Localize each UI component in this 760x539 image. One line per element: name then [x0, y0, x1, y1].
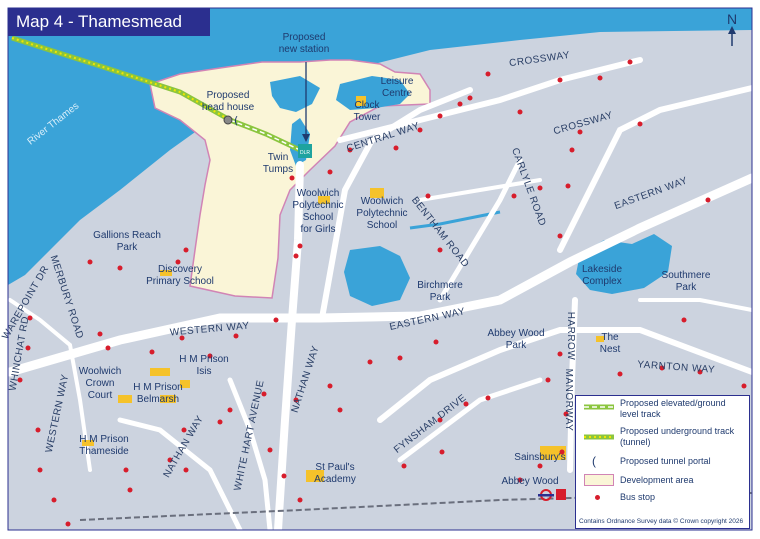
head-house-marker: [223, 115, 233, 125]
dlr-station-marker: [298, 144, 312, 158]
legend-underground-label: Proposed underground track (tunnel): [620, 426, 735, 447]
wps-girls-4: for Girls: [301, 224, 336, 235]
legend: Proposed elevated/ground level track Pro…: [575, 395, 750, 529]
lake-north: [270, 76, 320, 112]
nest-2: Nest: [600, 344, 621, 355]
wps-1: Woolwich: [361, 196, 404, 207]
lake-leisure: [336, 76, 410, 110]
svg-text:YARNTON WAY: YARNTON WAY: [637, 359, 715, 375]
isis-1: H M Prison: [179, 354, 228, 365]
dlr-label: DLR: [300, 150, 310, 156]
legend-portal-icon: (: [592, 454, 596, 468]
sainsburys-label: Sainsbury's: [514, 452, 565, 463]
leisure-label-2: Centre: [382, 88, 412, 99]
tunnel-portal-icon: (: [234, 114, 238, 127]
twin-label-1: Twin: [268, 152, 289, 163]
stpauls-1: St Paul's: [315, 462, 354, 473]
belmarsh-1: H M Prison: [133, 382, 182, 393]
isis-2: Isis: [197, 366, 212, 377]
wps-3: School: [367, 220, 398, 231]
belmarsh-2: Belmarsh: [137, 394, 179, 405]
wps-girls-3: School: [303, 212, 334, 223]
buildings: [82, 96, 604, 482]
north-label: N: [727, 11, 737, 27]
abbeypark-1: Abbey Wood: [487, 328, 544, 339]
wps-girls-2: Polytechnic: [292, 200, 343, 211]
discovery-2: Primary School: [146, 276, 214, 287]
southmere-1: Southmere: [662, 270, 711, 281]
gallions-2: Park: [117, 242, 139, 253]
stpauls-2: Academy: [314, 474, 356, 485]
legend-bus-label: Bus stop: [620, 492, 656, 502]
crown-3: Court: [88, 390, 113, 401]
place-labels: River Thames Proposed new station Propos…: [26, 32, 711, 487]
legend-development-label: Development area: [620, 475, 694, 485]
copyright-credit: Contains Ordnance Survey data © Crown co…: [579, 518, 744, 525]
north-arrow-icon: [728, 26, 736, 46]
thameside-1: H M Prison: [79, 434, 128, 445]
bus-stops: [17, 59, 747, 527]
abbeypark-2: Park: [506, 340, 528, 351]
station-label-2: new station: [279, 44, 330, 55]
legend-underground-icon: [584, 434, 614, 440]
lakeside-2: Complex: [582, 276, 621, 287]
lake-birchmere: [344, 246, 410, 306]
gallions-1: Gallions Reach: [93, 230, 161, 241]
headhouse-label-2: head house: [202, 102, 255, 113]
crown-2: Crown: [86, 378, 115, 389]
station-label-1: Proposed: [283, 32, 326, 43]
twin-label-2: Tumps: [263, 164, 293, 175]
map-title: Map 4 - Thamesmead: [8, 8, 210, 36]
station-roundel-icon: [538, 489, 566, 501]
birchmere-2: Park: [430, 292, 452, 303]
svg-text:MANORWAY: MANORWAY: [563, 369, 574, 432]
wps-girls-1: Woolwich: [297, 188, 340, 199]
southmere-2: Park: [676, 282, 698, 293]
legend-elevated-icon: [584, 404, 614, 410]
legend-portal-label: Proposed tunnel portal: [620, 456, 711, 466]
lakeside-1: Lakeside: [582, 264, 622, 275]
discovery-1: Discovery: [158, 264, 202, 275]
legend-elevated-label: Proposed elevated/ground level track: [620, 398, 726, 419]
clock-label-1: Clock: [354, 100, 380, 111]
birchmere-1: Birchmere: [417, 280, 463, 291]
lake-stream: [409, 210, 501, 230]
thameside-2: Thameside: [79, 446, 129, 457]
major-roads: [5, 57, 757, 534]
leisure-label-1: Leisure: [381, 76, 414, 87]
legend-development-icon: [584, 474, 614, 486]
nest-1: The: [601, 332, 619, 343]
abbey-wood-label: Abbey Wood: [501, 476, 558, 487]
railway-line: [79, 492, 753, 521]
svg-text:HARROW: HARROW: [565, 312, 576, 361]
wps-2: Polytechnic: [356, 208, 407, 219]
clock-label-2: Tower: [354, 112, 381, 123]
crown-1: Woolwich: [79, 366, 122, 377]
legend-bus-icon: [595, 495, 600, 500]
headhouse-label-1: Proposed: [207, 90, 250, 101]
